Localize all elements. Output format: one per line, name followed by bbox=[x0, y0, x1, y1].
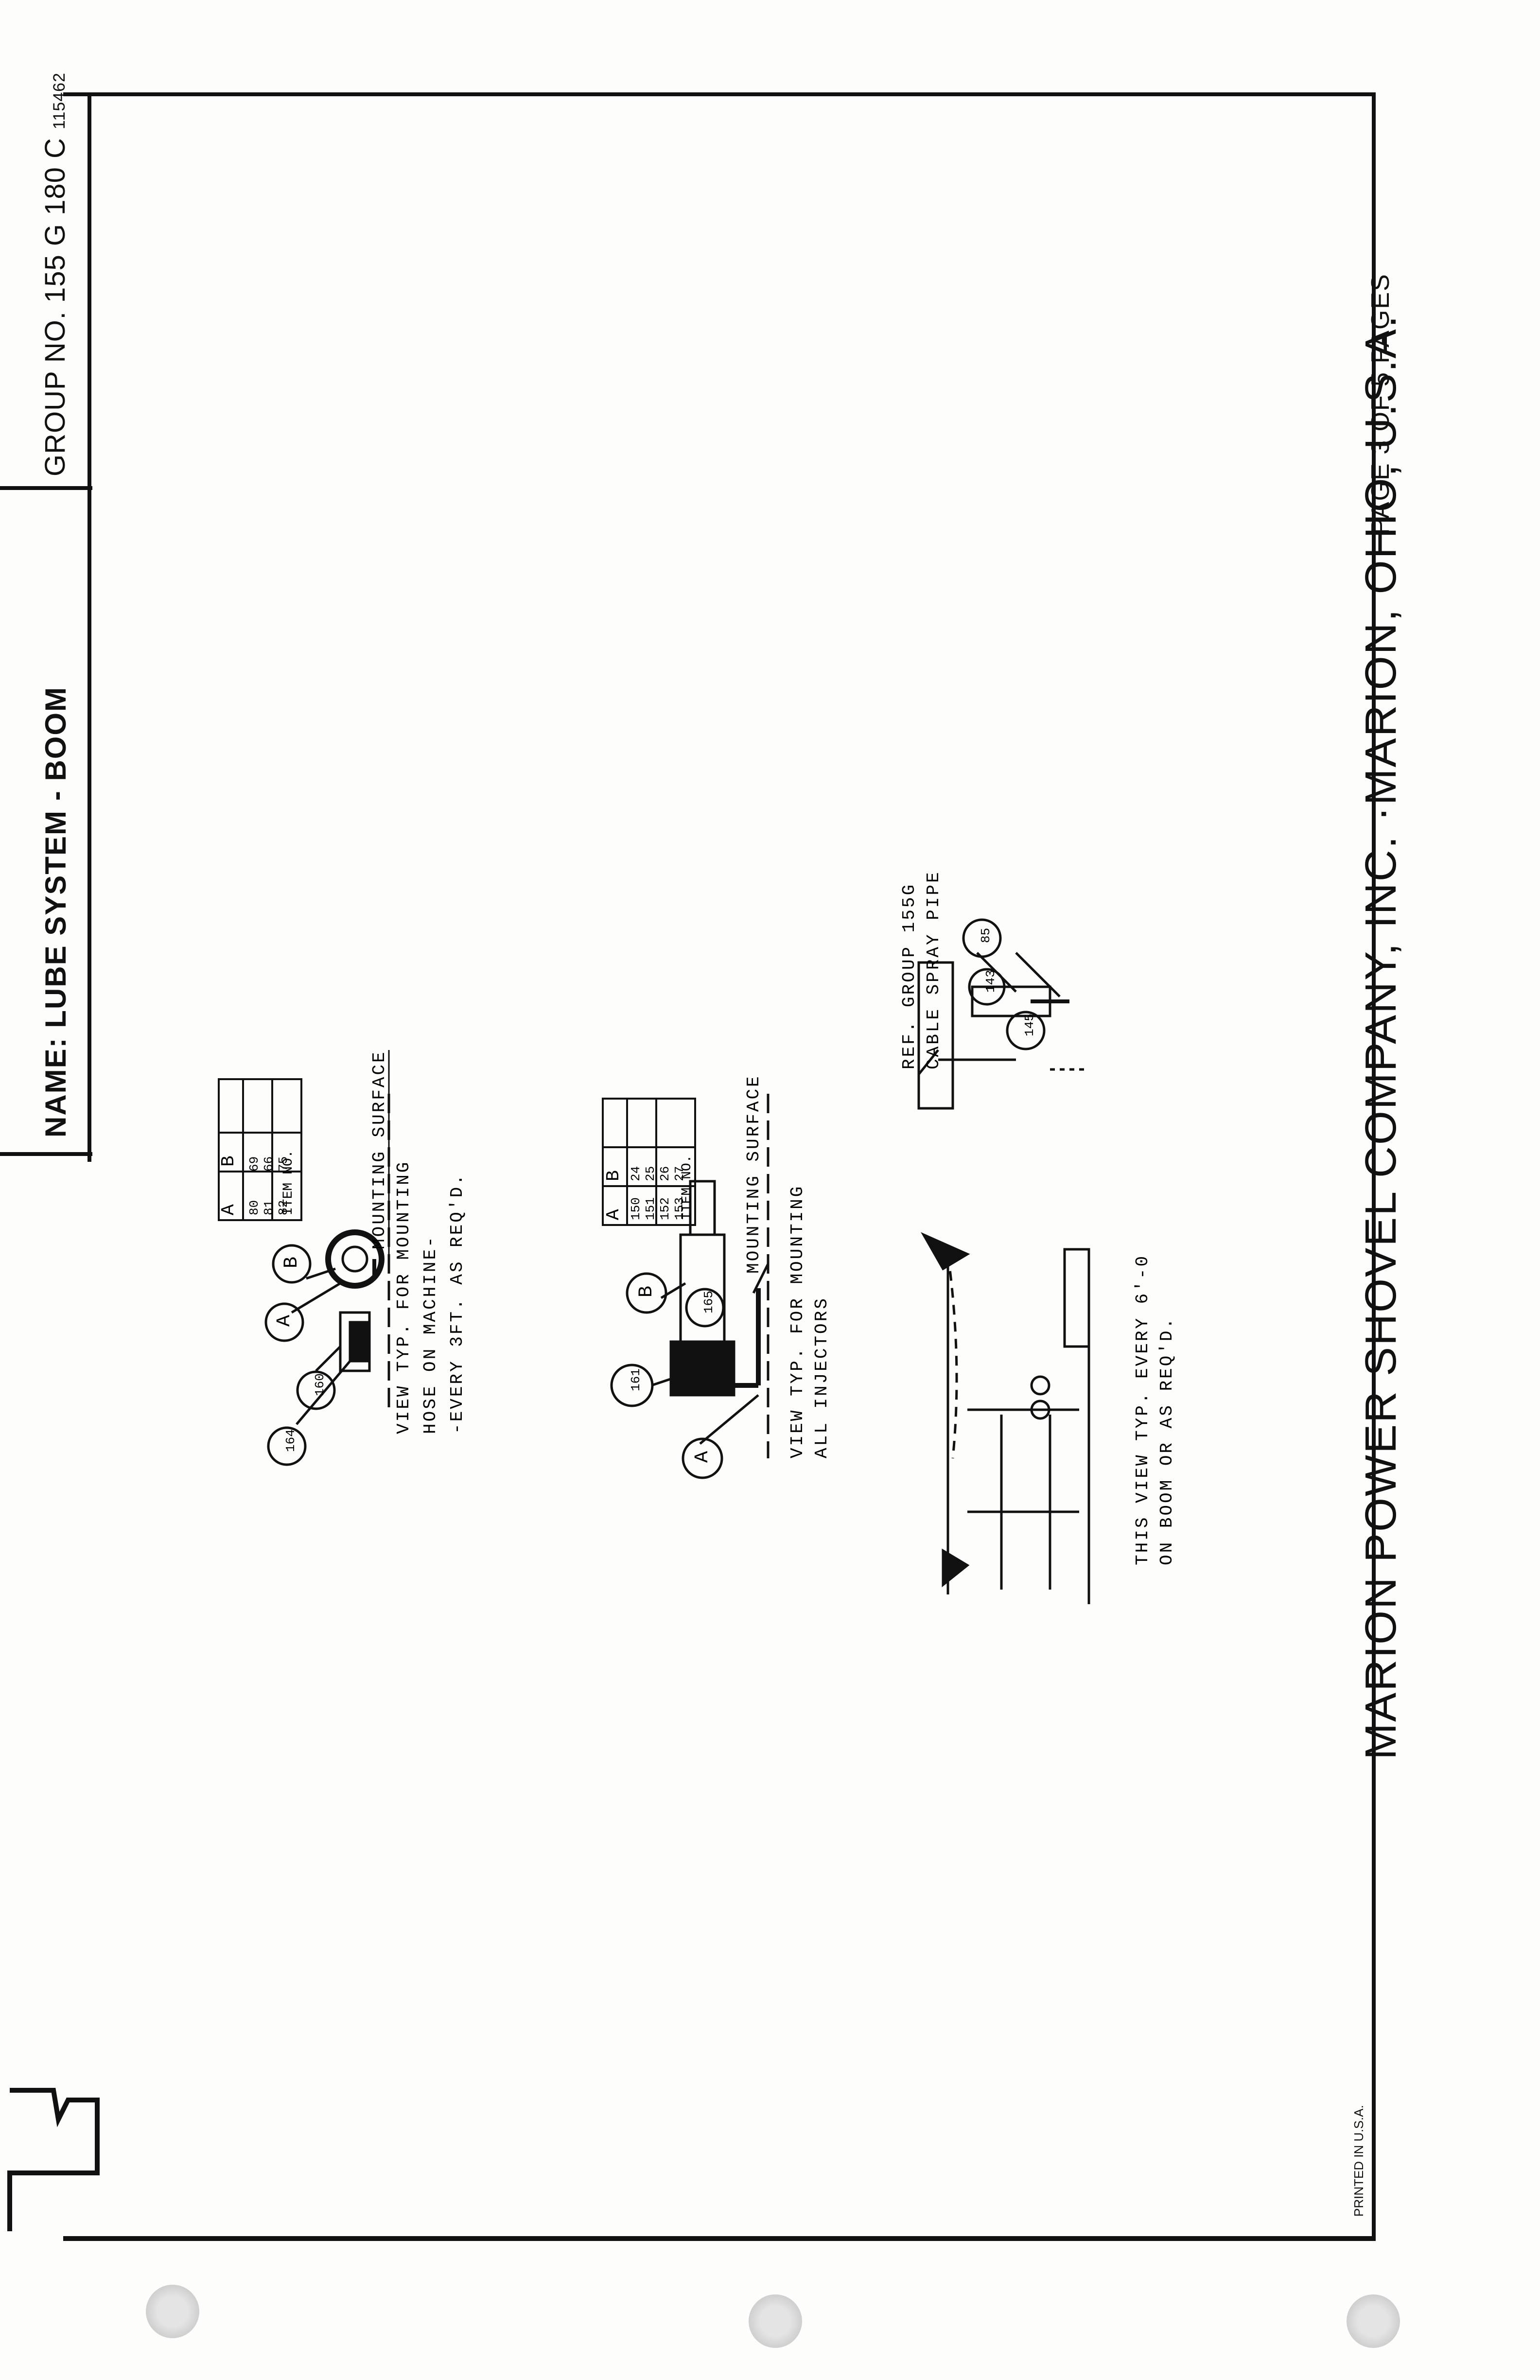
view3-callout-143: 143 bbox=[983, 970, 998, 993]
binder-hole-3 bbox=[1347, 2294, 1400, 2348]
view2-row1-a: 150 bbox=[629, 1197, 643, 1220]
view2-table-header-a: A bbox=[603, 1209, 624, 1220]
callout-164: 164 bbox=[283, 1429, 298, 1452]
view1-row2-a: 81 bbox=[262, 1200, 276, 1215]
view1-row3-b: 75 bbox=[276, 1156, 291, 1172]
view2-row3-b: 26 bbox=[658, 1166, 672, 1181]
view2-row4-b: 27 bbox=[672, 1166, 687, 1181]
binder-hole-1 bbox=[146, 2285, 199, 2338]
view2-row2-a: 151 bbox=[643, 1197, 658, 1220]
title-strip-border bbox=[88, 92, 91, 1162]
callout-160: 160 bbox=[313, 1373, 327, 1396]
view1-item-table bbox=[218, 1078, 302, 1221]
view1-table-header-b: B bbox=[218, 1155, 239, 1167]
view2-note-line2: ALL INJECTORS bbox=[812, 1296, 832, 1458]
view1-callout-b: B bbox=[281, 1257, 303, 1268]
view2-row1-b: 24 bbox=[629, 1166, 643, 1181]
view3-callout-85: 85 bbox=[979, 928, 993, 943]
view2-callout-165: 165 bbox=[701, 1291, 716, 1313]
view2-injector-mounting bbox=[610, 1094, 770, 1479]
view3-spray-pipe bbox=[917, 918, 1089, 1110]
view2-table-header-b: B bbox=[603, 1170, 624, 1181]
view1-note-line1: VIEW TYP. FOR MOUNTING bbox=[394, 1160, 414, 1434]
binder-hole-2 bbox=[749, 2294, 802, 2348]
view2-row2-b: 25 bbox=[643, 1166, 658, 1181]
view1-callout-164: 164 bbox=[283, 1429, 298, 1452]
view1-callout-160: 160 bbox=[313, 1373, 327, 1396]
view2-item-table bbox=[602, 1098, 696, 1226]
view1-note-line2: HOSE ON MACHINE- bbox=[420, 1235, 440, 1434]
view1-table-header-item: ITEM NO. bbox=[281, 1150, 296, 1215]
view1-row3-a: 82 bbox=[276, 1200, 291, 1215]
view3-callout-145: 145 bbox=[1022, 1014, 1037, 1036]
view1-hose-mounting bbox=[264, 1094, 390, 1466]
view2-callout-b: B bbox=[636, 1286, 658, 1297]
view1-note-line3: -EVERY 3FT. AS REQ'D. bbox=[447, 1172, 467, 1434]
view2-table-header-item: ITEM NO. bbox=[680, 1155, 695, 1220]
view1-mounting-surface: MOUNTING SURFACE bbox=[369, 1050, 389, 1249]
view4-boom-section bbox=[921, 1232, 1090, 1604]
view2-note-line1: VIEW TYP. FOR MOUNTING bbox=[788, 1185, 807, 1458]
title-divider bbox=[0, 1152, 92, 1156]
view1-row1-b: 69 bbox=[247, 1156, 262, 1172]
view1-table-header-a: A bbox=[218, 1204, 239, 1215]
title-divider-group bbox=[0, 486, 92, 490]
drawing-frame bbox=[63, 92, 1376, 2241]
view2-row3-a: 152 bbox=[658, 1197, 672, 1220]
view2-mounting-surface: MOUNTING SURFACE bbox=[744, 1074, 764, 1274]
view1-row2-b: 66 bbox=[262, 1156, 276, 1172]
view1-row1-a: 80 bbox=[247, 1200, 262, 1215]
view1-callout-a: A bbox=[274, 1315, 296, 1327]
view3-ref-line2: CABLE SPRAY PIPE bbox=[924, 870, 944, 1069]
logo-mark bbox=[7, 2088, 100, 2231]
view3-ref-line1: REF. GROUP 155G bbox=[899, 883, 919, 1069]
view2-callout-161: 161 bbox=[629, 1368, 643, 1391]
view4-note-line1: THIS VIEW TYP. EVERY 6'-0 bbox=[1133, 1254, 1153, 1565]
view4-note-line2: ON BOOM OR AS REQ'D. bbox=[1157, 1316, 1177, 1565]
view2-row4-a: 153 bbox=[672, 1197, 687, 1220]
view2-callout-a: A bbox=[692, 1451, 714, 1463]
